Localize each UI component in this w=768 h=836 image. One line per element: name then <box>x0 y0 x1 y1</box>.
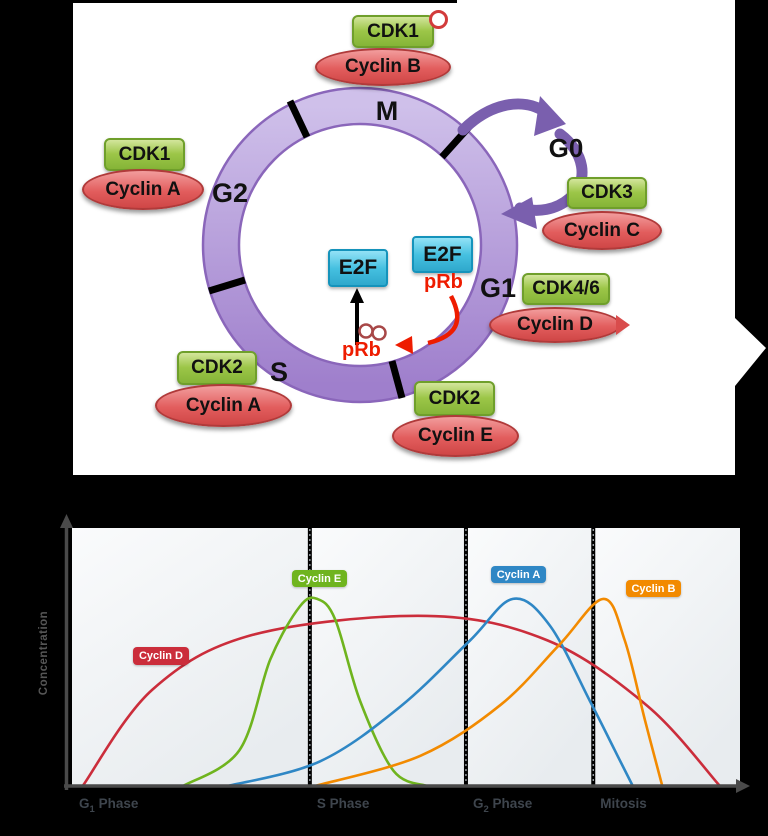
x-axis-arrow-icon <box>736 779 750 793</box>
x-label-g1-phase: G1 Phase <box>79 796 139 815</box>
g0-exit-arrowhead-icon <box>534 96 566 136</box>
cdk-box-right-lower: CDK4/6 <box>522 273 610 305</box>
cdk-box-right: CDK3 <box>567 177 647 209</box>
prb-phosphorylation-arrow <box>427 294 460 346</box>
tick-s-g2 <box>207 276 247 295</box>
tick-g1-s <box>388 360 406 399</box>
x-label-s-phase: S Phase <box>316 796 370 811</box>
right-chevron-icon <box>735 318 766 386</box>
prb-phospho-label: pRb <box>342 339 381 361</box>
diagram-panel-top-notch <box>457 0 735 4</box>
phase-bands <box>72 528 740 786</box>
cdk-box-left: CDK1 <box>104 138 185 171</box>
phase-band <box>595 528 740 786</box>
e2f-free-box: E2F <box>328 249 388 287</box>
phase-label-g2: G2 <box>211 178 249 208</box>
curve-cyclin-b <box>313 597 664 788</box>
cyclin-curves <box>81 596 722 788</box>
x-label-g2-phase: G2 Phase <box>472 796 533 815</box>
e2f-release-arrowhead-icon <box>350 288 364 303</box>
g0-return-arrowhead-icon <box>501 197 537 229</box>
legend-chip-cyclin-d: Cyclin D <box>133 647 189 665</box>
e2f-bound-box: E2F <box>412 236 473 273</box>
phosphate-circle-icon <box>429 10 448 29</box>
cell-cycle-graphics <box>201 86 766 404</box>
cyclin-ellipse-bottom-right: Cyclin E <box>392 415 519 457</box>
y-axis-arrow-icon <box>60 514 73 528</box>
cdk-box-bottom-left: CDK2 <box>177 351 257 385</box>
prb-bound-label: pRb <box>424 271 463 293</box>
cyclin-ellipse-bottom-left: Cyclin A <box>155 384 292 427</box>
phase-label-g0: G0 <box>548 133 584 163</box>
ring-outer-border <box>201 86 519 404</box>
curve-cyclin-a <box>226 597 635 788</box>
cdk-box-top: CDK1 <box>352 15 434 48</box>
phase-label-s: S <box>269 357 288 387</box>
g0-exit-arrow <box>457 98 551 136</box>
prb-arrowhead-icon <box>395 336 413 354</box>
y-axis-label: Concentration <box>38 610 50 696</box>
cyclin-ellipse-left: Cyclin A <box>82 169 204 210</box>
x-label-mitosis: Mitosis <box>600 796 647 811</box>
cdk-box-bottom-right: CDK2 <box>414 381 495 416</box>
tick-g2-m <box>286 99 311 139</box>
cyclin-ellipse-right-lower: Cyclin D <box>489 307 621 343</box>
legend-chip-cyclin-a: Cyclin A <box>491 566 546 583</box>
phase-label-m: M <box>375 96 399 126</box>
curve-cyclin-e <box>181 596 429 788</box>
phosphate-circle-icon <box>371 325 387 341</box>
phase-band <box>311 528 464 786</box>
phase-label-g1: G1 <box>479 273 517 303</box>
legend-chip-cyclin-e: Cyclin E <box>292 570 347 587</box>
cyclin-ellipse-right: Cyclin C <box>542 211 662 250</box>
legend-chip-cyclin-b: Cyclin B <box>626 580 681 597</box>
ring-inner-border <box>237 122 483 368</box>
curve-cyclin-d <box>81 614 722 788</box>
phosphate-circle-icon <box>358 323 374 339</box>
cyclin-ellipse-top: Cyclin B <box>315 48 451 86</box>
cell-cycle-ring <box>203 88 517 402</box>
